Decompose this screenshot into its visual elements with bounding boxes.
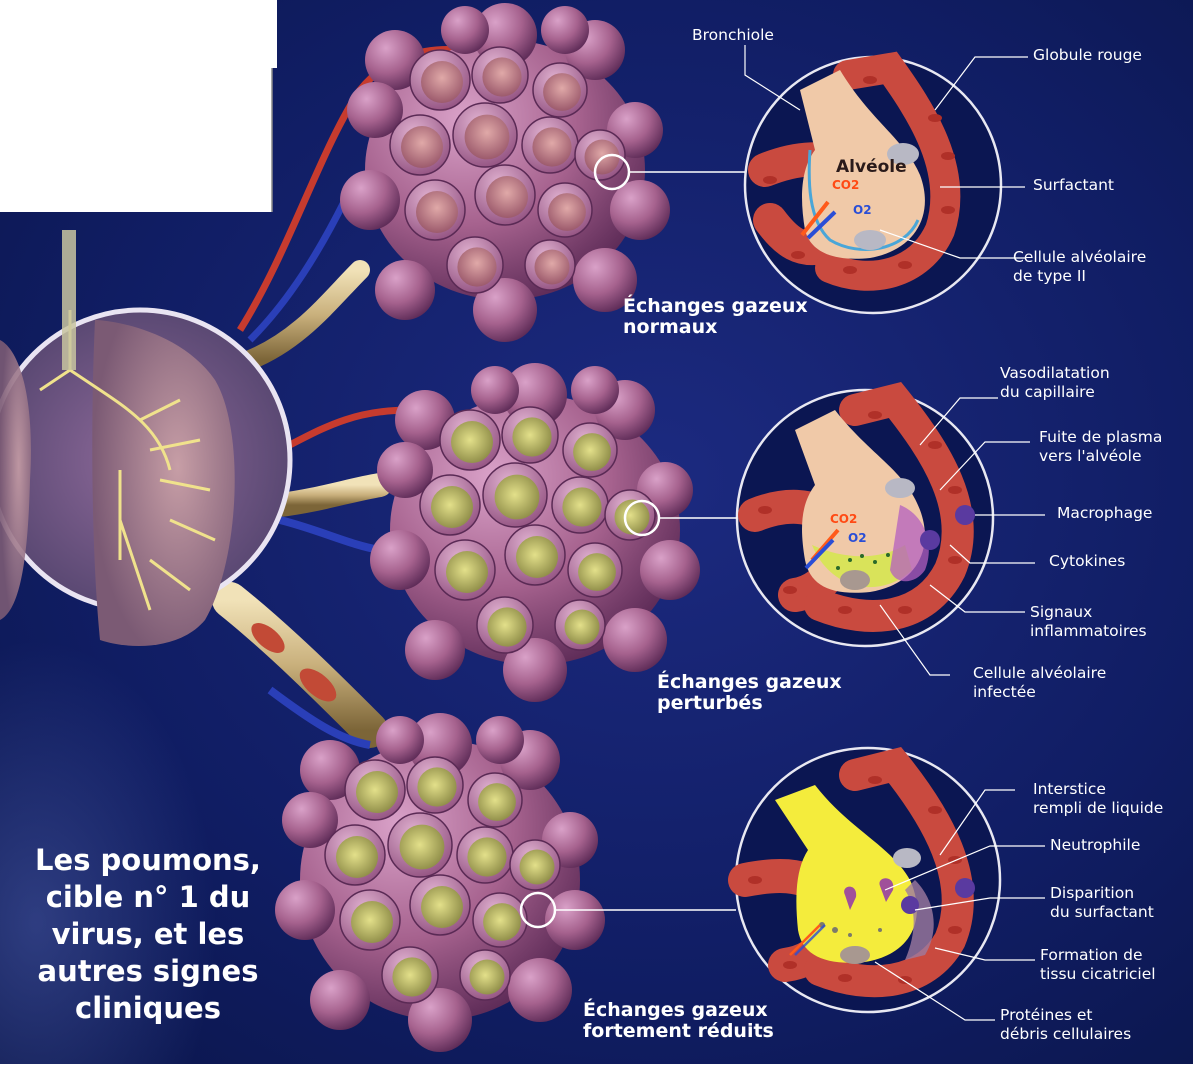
alveolus-bump	[340, 170, 400, 230]
label-globule-rouge: Globule rouge	[1033, 46, 1142, 65]
alveolus-lumen	[421, 886, 463, 928]
label-neutrophile: Neutrophile	[1050, 836, 1140, 855]
section-title-perturbed: Échanges gazeux perturbés	[657, 672, 842, 714]
alveolus-lumen	[336, 836, 378, 878]
alveolus-lumen	[520, 850, 555, 885]
alveolus-lumen	[467, 837, 506, 876]
alveolus-lumen	[416, 191, 458, 233]
alveolus-lumen	[483, 903, 521, 941]
alveolus-lumen	[356, 771, 398, 813]
white-corner	[0, 0, 277, 212]
label-surfactant: Surfactant	[1033, 176, 1114, 195]
alveolus-lumen	[470, 960, 505, 995]
alveolus-lumen	[573, 433, 611, 471]
label-cytokines: Cytokines	[1049, 552, 1125, 571]
label-proteines: Protéines et débris cellulaires	[1000, 1006, 1131, 1044]
alveolus-bump	[571, 366, 619, 414]
alveolus-lumen	[512, 417, 551, 456]
label-vasodilatation: Vasodilatation du capillaire	[1000, 364, 1110, 402]
label-fuite-plasma: Fuite de plasma vers l'alvéole	[1039, 428, 1162, 466]
o2-label-normal: O2	[853, 203, 872, 217]
alveolus-lumen	[565, 610, 600, 645]
label-macrophage: Macrophage	[1057, 504, 1152, 523]
alveolus-bump	[471, 366, 519, 414]
alveolus-bump	[545, 890, 605, 950]
alveolus-bump	[275, 880, 335, 940]
label-bronchiole: Bronchiole	[692, 26, 774, 45]
alveolus-lumen	[451, 421, 493, 463]
alveolus-lumen	[401, 126, 443, 168]
alveolus-bump	[405, 620, 465, 680]
alveolus-bump	[441, 6, 489, 54]
o2-label-perturbed: O2	[848, 531, 867, 545]
alveolus-lumen	[417, 767, 456, 806]
alveolus-lumen	[535, 250, 570, 285]
alveolus-lumen	[478, 783, 516, 821]
alveolus-lumen	[487, 607, 526, 646]
alveolus-bump	[508, 958, 572, 1022]
alveolus-lumen	[578, 553, 616, 591]
label-disparition: Disparition du surfactant	[1050, 884, 1154, 922]
alveolus-lumen	[516, 536, 558, 578]
alveolus-lumen	[400, 825, 445, 870]
alveolus-lumen	[543, 73, 581, 111]
alveolus-lumen	[495, 475, 540, 520]
headline: Les poumons, cible n° 1 du virus, et les…	[18, 842, 278, 1027]
alveolus-bump	[370, 530, 430, 590]
alveolus-bump	[603, 608, 667, 672]
label-interstice: Interstice rempli de liquide	[1033, 780, 1163, 818]
alveolus-lumen	[465, 115, 510, 160]
co2-label-perturbed: CO2	[830, 512, 857, 526]
label-signaux: Signaux inflammatoires	[1030, 603, 1147, 641]
alveolus-lumen	[532, 127, 571, 166]
label-cellule-infectee: Cellule alvéolaire infectée	[973, 664, 1106, 702]
alveoli-cluster-normal	[340, 3, 670, 342]
section-title-normal: Échanges gazeux normaux	[623, 296, 808, 338]
alveolus-lumen	[431, 486, 473, 528]
alveolus-bump	[610, 180, 670, 240]
alveolus-lumen	[562, 487, 601, 526]
alveolus-lumen	[486, 176, 528, 218]
alveolus-lumen	[548, 193, 586, 231]
alveolus-bump	[375, 260, 435, 320]
alveolus-lumen	[482, 57, 521, 96]
alveolus-bump	[476, 716, 524, 764]
alveolus-lumen	[457, 247, 496, 286]
alveolus-bump	[376, 716, 424, 764]
alveoli-cluster-reduced	[275, 713, 605, 1052]
co2-label-normal: CO2	[832, 178, 859, 192]
alveolus-bump	[541, 6, 589, 54]
alveolus-bump	[310, 970, 370, 1030]
section-title-reduced: Échanges gazeux fortement réduits	[583, 1000, 774, 1042]
alveolus-lumen	[351, 901, 393, 943]
alveolus-lumen	[421, 61, 463, 103]
label-formation: Formation de tissu cicatriciel	[1040, 946, 1156, 984]
label-cellule-type2: Cellule alvéolaire de type II	[1013, 248, 1146, 286]
alveolus-lumen	[392, 957, 431, 996]
alveolus-lumen	[446, 551, 488, 593]
alveolus-bump	[640, 540, 700, 600]
alveole-label: Alvéole	[836, 157, 907, 177]
